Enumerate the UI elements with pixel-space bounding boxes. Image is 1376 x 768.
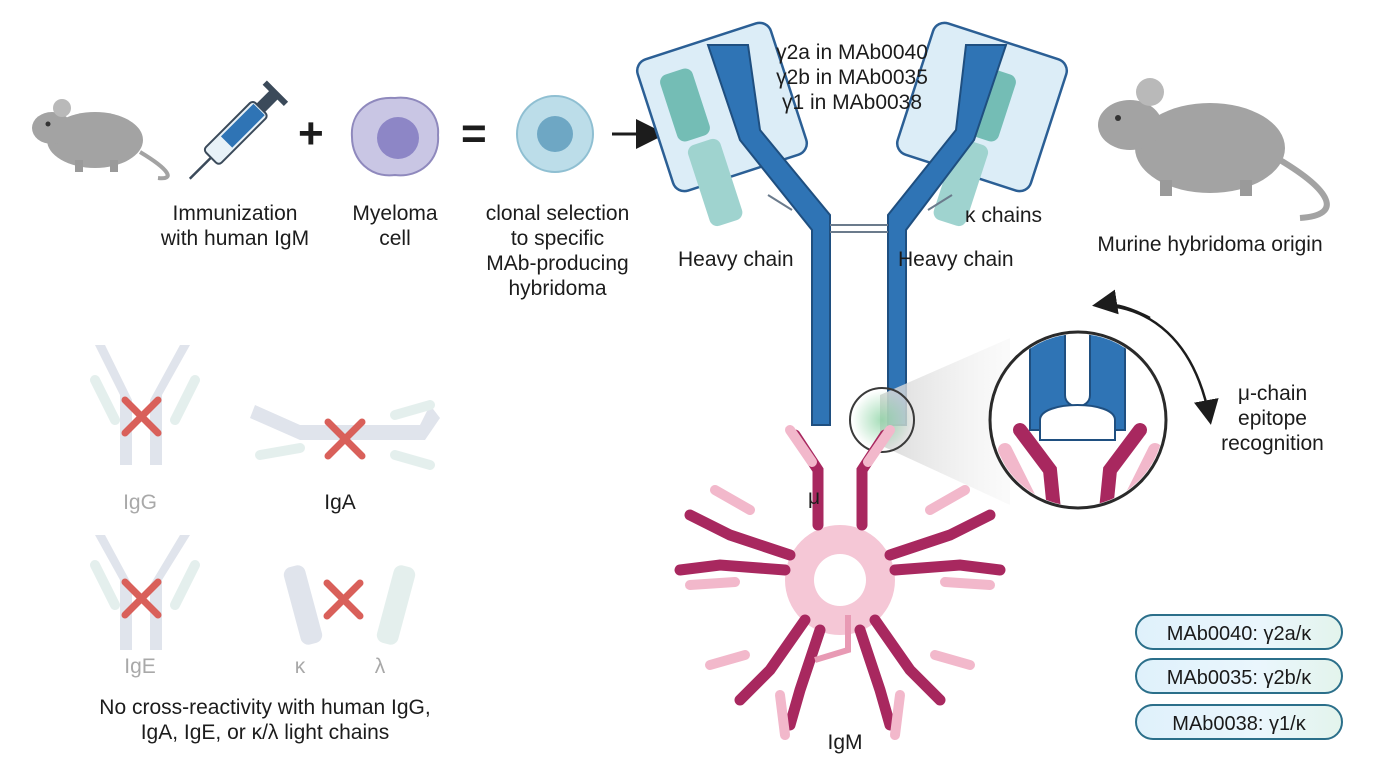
iga-cross-mark bbox=[324, 418, 366, 460]
iga-faded bbox=[250, 400, 440, 470]
origin-label: Murine hybridoma origin bbox=[1097, 233, 1323, 256]
igm-label: IgM bbox=[827, 731, 863, 754]
legend-mab0038: MAb0038: γ1/κ bbox=[1135, 704, 1343, 740]
ige-faded bbox=[90, 535, 200, 650]
myeloma-cell-icon bbox=[350, 96, 440, 177]
ige-cross-mark bbox=[121, 578, 162, 619]
igg-cross-mark bbox=[121, 396, 162, 437]
epitope-focus-ring bbox=[849, 387, 915, 453]
mab-antibody bbox=[635, 21, 1069, 426]
igg-faded bbox=[90, 345, 200, 465]
epitope-zoom bbox=[988, 289, 1219, 510]
legend-mab0035: MAb0035: γ2b/κ bbox=[1135, 658, 1343, 694]
hybridoma-cell-icon bbox=[516, 95, 594, 173]
legend-mab0040: MAb0040: γ2a/κ bbox=[1135, 614, 1343, 650]
ige-label: IgE bbox=[124, 655, 156, 678]
syringe-icon bbox=[188, 80, 289, 180]
lambda-label: λ bbox=[374, 655, 386, 678]
mu-label: μ bbox=[807, 486, 821, 509]
kappa-label: κ bbox=[294, 655, 306, 678]
iga-label: IgA bbox=[324, 491, 356, 514]
heavy-chain-label-left: Heavy chain bbox=[678, 248, 794, 271]
light-chain-cross-mark bbox=[323, 579, 364, 620]
cross-reactivity-note: No cross-reactivity with human IgG,IgA, … bbox=[99, 696, 431, 744]
light-chains-faded bbox=[283, 565, 416, 645]
igm-pentamer bbox=[674, 425, 1006, 740]
igg-label: IgG bbox=[123, 491, 157, 514]
mouse-icon-small bbox=[32, 99, 170, 181]
mouse-icon-large bbox=[1098, 78, 1330, 221]
kappa-chains-label: κ chains bbox=[965, 204, 1043, 227]
heavy-chain-label-right: Heavy chain bbox=[898, 248, 1014, 271]
magnifier-beam bbox=[880, 338, 1010, 505]
epitope-glow bbox=[852, 390, 912, 450]
plus-sign: + bbox=[298, 109, 324, 158]
equals-sign: = bbox=[461, 109, 487, 158]
